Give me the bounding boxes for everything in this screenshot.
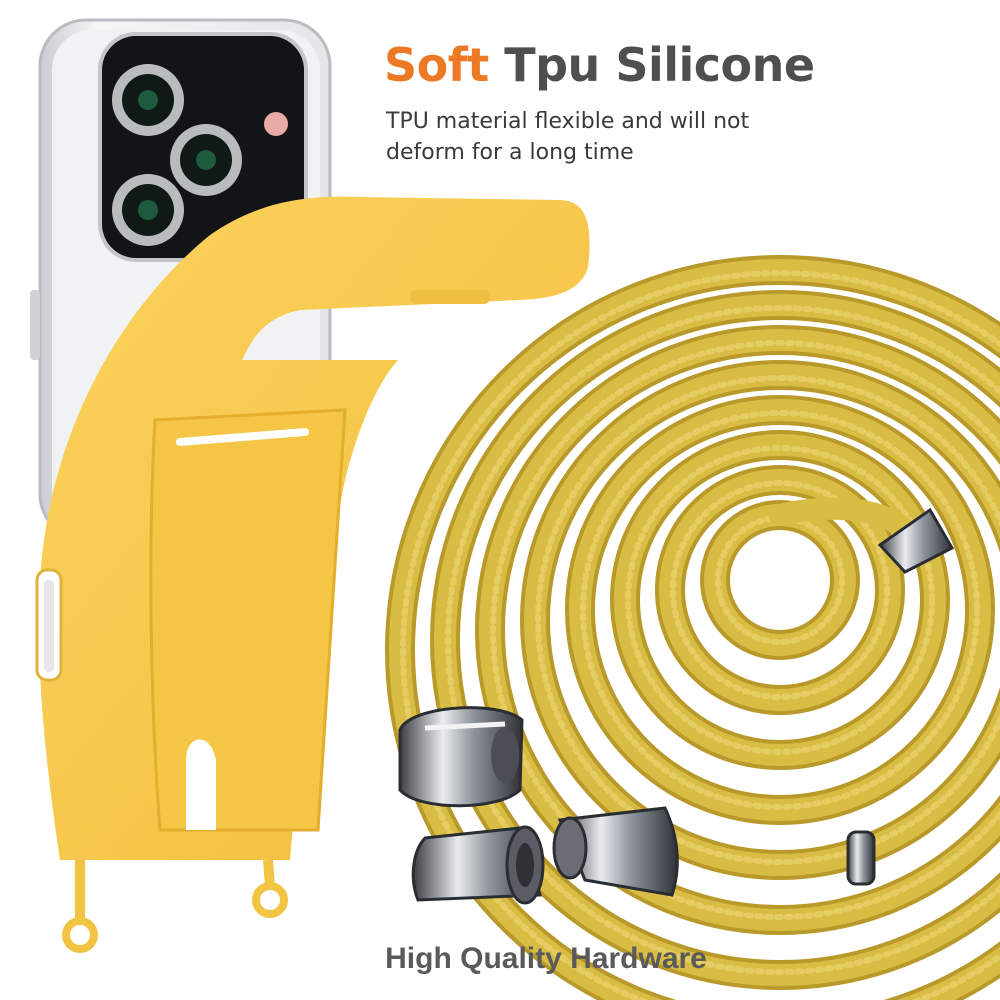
camera-lens-icon bbox=[112, 64, 184, 136]
yellow-case bbox=[35, 196, 590, 953]
coiled-cord bbox=[385, 255, 1000, 1000]
headline-rest: Tpu Silicone bbox=[504, 38, 815, 92]
cord-end-cap bbox=[877, 507, 955, 574]
footer-caption: High Quality Hardware bbox=[385, 942, 707, 975]
camera-lens-icon bbox=[112, 174, 184, 246]
slide-clip bbox=[846, 830, 876, 886]
flash-icon bbox=[264, 112, 288, 136]
description: TPU material flexible and will not defor… bbox=[386, 109, 750, 165]
camera-lens-icon bbox=[170, 124, 242, 196]
double-ring-clip bbox=[398, 706, 524, 808]
cone-end-right bbox=[552, 806, 679, 897]
lanyard-loop bbox=[62, 859, 288, 953]
cone-end-left bbox=[411, 825, 545, 905]
headline-accent: Soft bbox=[384, 38, 489, 92]
card-pocket bbox=[149, 408, 347, 832]
headline: Soft Tpu Silicone bbox=[384, 38, 815, 92]
